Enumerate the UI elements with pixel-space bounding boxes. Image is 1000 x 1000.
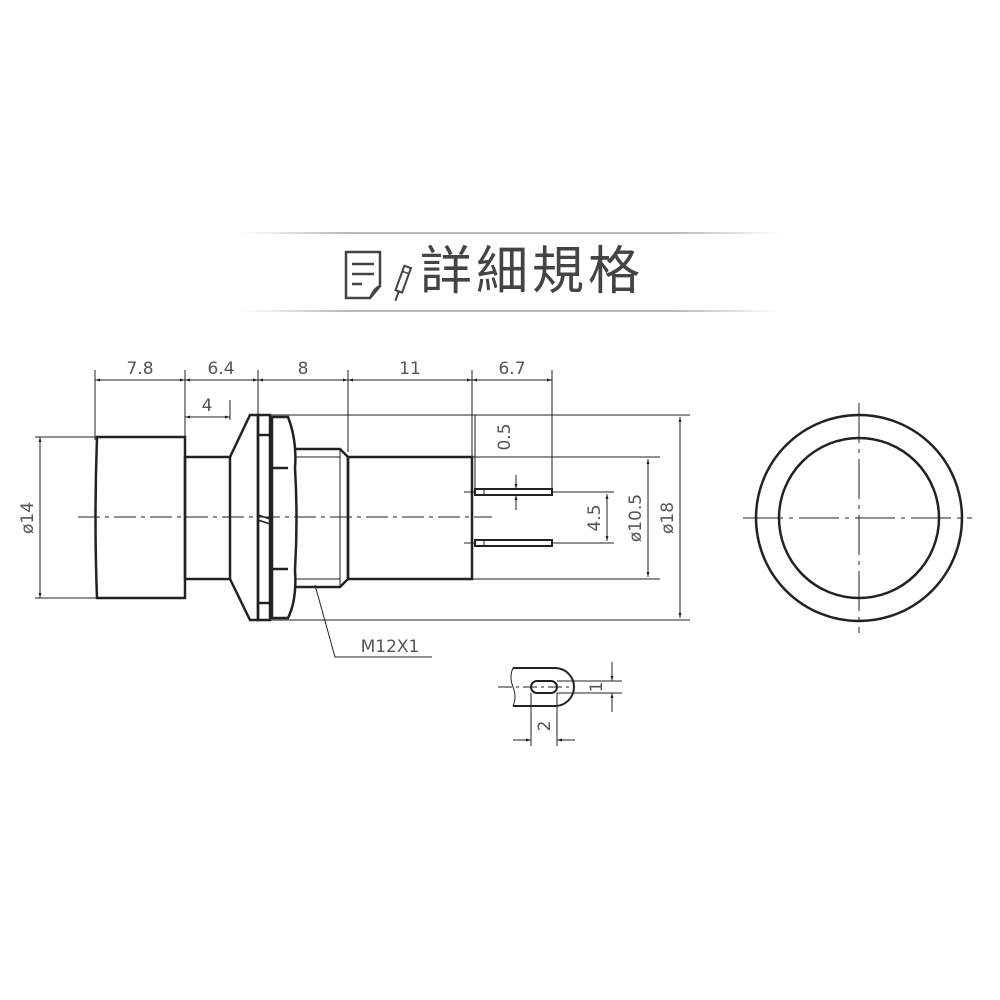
header-divider-top — [240, 232, 780, 234]
dim-stem-sub: 4 — [202, 396, 213, 416]
page-title: 詳細規格 — [420, 242, 645, 302]
dim-terminal-width: 2 — [535, 721, 555, 732]
dim-pin-spacing: 4.5 — [585, 504, 605, 531]
side-view — [35, 370, 690, 658]
dim-stem-length: 6.4 — [207, 359, 234, 379]
dim-slot-height: 1 — [587, 682, 607, 693]
header-divider-bottom — [240, 310, 780, 312]
terminal-detail — [498, 662, 622, 746]
document-pen-icon — [344, 250, 413, 302]
thread-label: M12X1 — [361, 637, 420, 657]
dim-inner-diameter: ø10.5 — [626, 494, 646, 542]
dimension-labels: 7.8 6.4 8 11 6.7 4 ø14 0.5 4.5 ø10.5 ø18… — [18, 359, 678, 657]
dim-pin-offset: 0.5 — [495, 423, 515, 450]
dim-pin-length: 6.7 — [498, 359, 525, 379]
front-view — [743, 403, 972, 633]
section-header: 詳細規格 — [240, 228, 780, 314]
dim-body-length: 11 — [399, 359, 421, 379]
dim-outer-diameter: ø18 — [658, 502, 678, 534]
dim-nut-length: 8 — [298, 359, 309, 379]
dim-cap-diameter: ø14 — [18, 502, 38, 534]
dim-cap-length: 7.8 — [126, 359, 153, 379]
